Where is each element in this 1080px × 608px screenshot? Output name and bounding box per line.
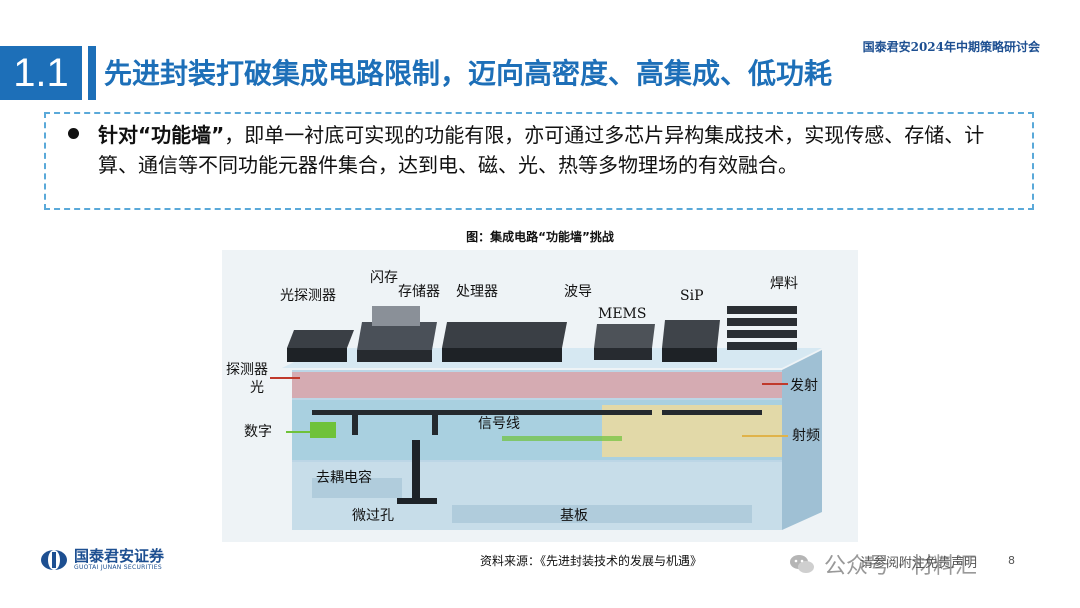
bullet-box: 针对“功能墙”，即单一衬底可实现的功能有限，亦可通过多芯片异构集成技术，实现传感… [44,112,1034,210]
company-logo-icon [41,549,67,570]
wechat-account-name: 公众号 · 材料汇 [824,554,977,579]
label-light: 光 [250,380,264,396]
label-sip: SiP [680,288,704,304]
label-detector: 探测器 [226,362,268,378]
label-processor: 处理器 [456,284,498,300]
bullet-text: 针对“功能墙”，即单一衬底可实现的功能有限，亦可通过多芯片异构集成技术，实现传感… [98,120,1023,180]
disclaimer-text: 请参阅附注免责声明 [860,556,978,571]
wechat-watermark: 请参阅附注免责声明 公众号 · 材料汇 [788,548,977,580]
label-signal-line: 信号线 [478,416,520,432]
bullet-body: ，即单一衬底可实现的功能有限，亦可通过多芯片异构集成技术，实现传感、存储、计算、… [98,123,985,177]
label-decoupling-cap: 去耦电容 [316,469,372,486]
slide-title: 先进封装打破集成电路限制，迈向高密度、高集成、低功耗 [104,57,833,90]
label-rf: 射频 [792,428,820,444]
source-note: 资料来源：《先进封装技术的发展与机遇》 [480,554,703,568]
section-number: 1.1 [0,46,82,100]
package-diagram: 光探测器 闪存 存储器 处理器 波导 MEMS SiP 焊料 探测器 光 发射 … [222,250,858,542]
label-solder: 焊料 [770,276,798,292]
page-number: 8 [1008,554,1015,567]
label-photodetector: 光探测器 [280,288,336,304]
label-digital: 数字 [244,424,272,440]
company-name-cn: 国泰君安证券 [74,547,165,565]
company-logo: 国泰君安证券 GUOTAI JUNAN SECURITIES [40,548,164,571]
company-name-en: GUOTAI JUNAN SECURITIES [74,564,162,571]
title-accent-bar [88,46,96,100]
label-memory: 存储器 [398,284,440,300]
event-name: 国泰君安2024年中期策略研讨会 [862,40,1040,54]
figure-caption: 图：集成电路“功能墙”挑战 [466,230,614,244]
wechat-icon [790,555,814,573]
bullet-bold: 针对“功能墙” [98,123,225,147]
label-mems: MEMS [598,306,646,322]
label-microvia: 微过孔 [352,508,394,524]
bullet-point-icon [68,128,79,139]
label-substrate: 基板 [560,507,588,524]
label-emit: 发射 [790,378,818,394]
label-flash: 闪存 [370,270,398,286]
label-waveguide: 波导 [564,284,592,300]
